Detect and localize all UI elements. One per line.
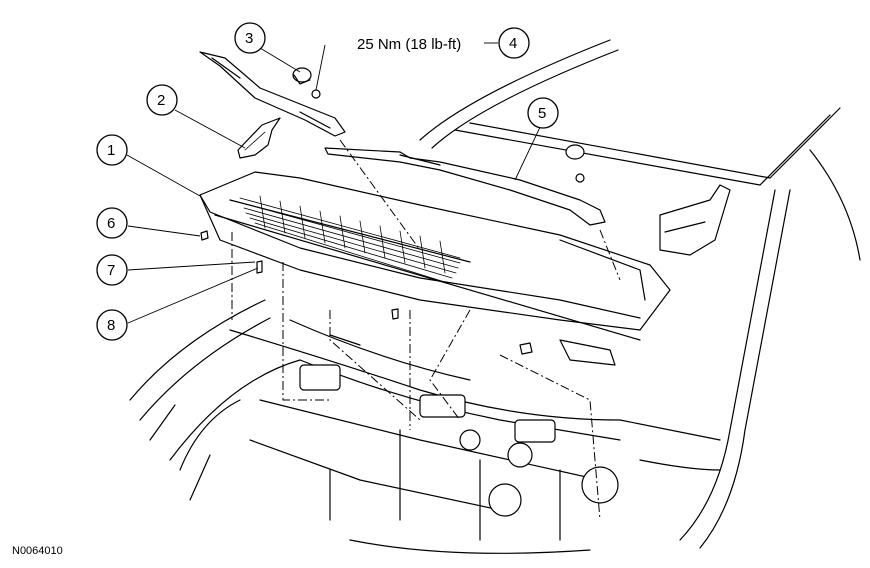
callout-number: 3	[245, 30, 253, 47]
alignment-lines	[231, 139, 621, 521]
callout-number: 5	[538, 105, 546, 122]
callout-7: 7	[96, 254, 128, 286]
callout-2: 2	[146, 84, 178, 116]
callout-6: 6	[96, 207, 128, 239]
cowl-vent-slots	[239, 195, 461, 284]
callout-3: 3	[234, 22, 266, 54]
fasteners	[200, 230, 533, 355]
callout-number: 7	[107, 262, 115, 279]
callout-number: 6	[107, 215, 115, 232]
left-wiper-arm	[199, 51, 346, 137]
windshield-outline	[419, 39, 861, 549]
callout-5: 5	[527, 97, 559, 129]
engine-compartment	[129, 299, 721, 554]
callout-number: 2	[157, 92, 165, 109]
callout-number: 8	[107, 317, 115, 334]
torque-spec-label: 25 Nm (18 lb-ft)	[357, 36, 461, 53]
callout-leaders	[126, 42, 543, 324]
cowl-grille-panel	[199, 171, 671, 341]
callout-1: 1	[96, 134, 128, 166]
right-wiper-arm-blade	[324, 144, 606, 226]
wiper-pivot-seal	[237, 117, 281, 159]
cowl-side-bracket	[659, 184, 731, 256]
wiper-pivot-cap	[292, 67, 321, 99]
callout-4: 4	[498, 27, 530, 59]
callout-8: 8	[96, 309, 128, 341]
callout-number: 4	[509, 35, 517, 52]
figure-id-label: N0064010	[12, 545, 63, 557]
callout-number: 1	[107, 142, 115, 159]
